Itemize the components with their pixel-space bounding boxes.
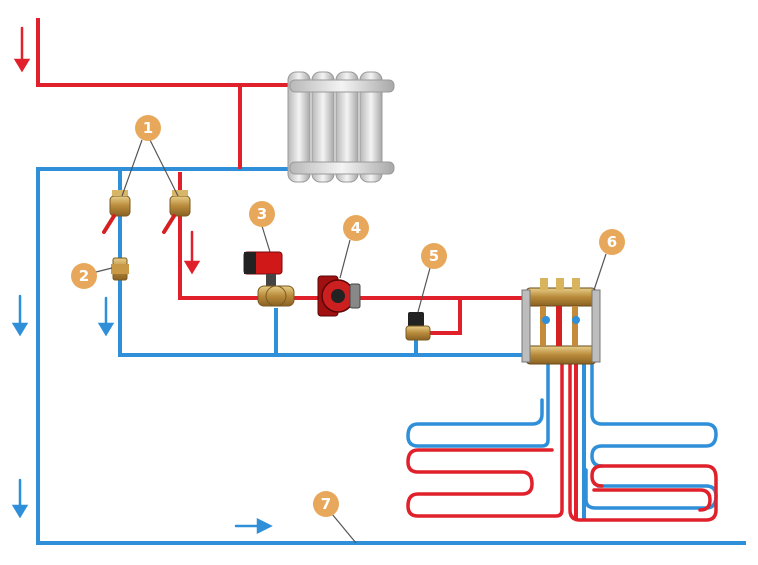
return-pipes [36,167,746,545]
return-mixing-loop [118,169,528,357]
mixing-valve-icon [243,251,295,307]
callout-3-label: 3 [257,205,267,223]
radiator-section-4 [359,71,383,183]
radiator-section-2 [311,71,335,183]
supply-bypass-loop [430,298,462,335]
bypass-valve-icon [405,312,431,341]
floor-heating-loop-icon [406,360,718,522]
callout-4-label: 4 [351,219,361,237]
radiator-section-1 [287,71,311,183]
callout-2-label: 2 [79,267,89,285]
floor-loop-left-supply [406,360,564,518]
return-arrow-down [11,294,29,337]
floor-loop-right-supply-b [592,488,712,512]
floor-loop-left-return [406,360,550,448]
callout-1-label: 1 [143,119,153,137]
floor-loop-right-return-b [584,468,718,510]
callout-6-label: 6 [607,233,617,251]
callout-3: 3 [249,201,275,227]
manifold-icon [521,278,601,365]
supply-arrow-down [13,26,31,73]
pump-icon [317,275,361,317]
ball-valve-icon [162,190,191,234]
radiator-top-header [289,79,395,93]
return-arrow-down [11,478,29,519]
radiator-bottom-header [289,161,395,175]
floor-loop-right-supply [568,360,718,522]
check-valve-icon [111,257,129,281]
floor-loop-right-return [590,360,718,468]
ball-valve-icon [102,190,131,234]
callout-6: 6 [599,229,625,255]
radiator-section-3 [335,71,359,183]
return-arrow-right [234,517,273,535]
callout-5-label: 5 [429,247,439,265]
radiator-icon [287,71,395,183]
callout-7: 7 [313,491,339,517]
return-arrow-down [97,296,115,337]
supply-main-line [36,18,298,87]
callout-4: 4 [343,215,369,241]
callout-7-label: 7 [321,495,331,513]
callout-5: 5 [421,243,447,269]
return-main-line [36,167,746,545]
callout-2: 2 [71,263,97,289]
supply-arrow-down [183,230,201,275]
callout-1: 1 [135,115,161,141]
callout-leaders [95,139,607,544]
flow-arrows [11,26,273,535]
